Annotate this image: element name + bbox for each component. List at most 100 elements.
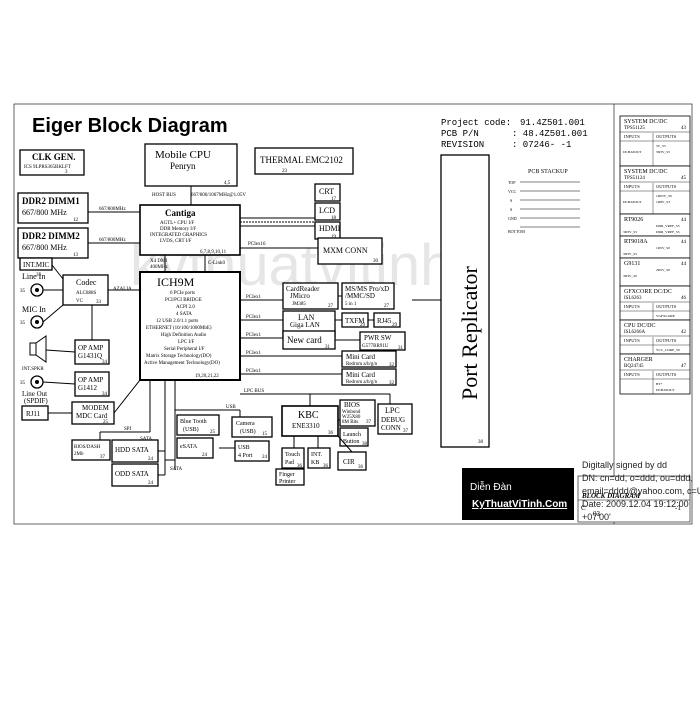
svg-text:Serial Peripheral I/F: Serial Peripheral I/F [164, 347, 205, 352]
power-outputs-6: OUTPUTS [656, 338, 677, 343]
spi-label: SPI [124, 427, 132, 432]
svg-text:24: 24 [262, 455, 268, 460]
svg-text:(USB): (USB) [183, 426, 199, 433]
power-output-value-b-2: DDR_VREF_S5 [656, 230, 680, 234]
svg-text:USB: USB [238, 445, 250, 451]
svg-text:27: 27 [384, 304, 390, 309]
bios-dash-block: BIOS/DASH 2Mb 37 [71, 439, 111, 461]
svg-text:RJ11: RJ11 [26, 410, 41, 418]
svg-text:667/800 MHz: 667/800 MHz [22, 208, 67, 217]
svg-text:32: 32 [389, 363, 395, 368]
svg-text:Launch: Launch [343, 432, 361, 438]
svg-text:23: 23 [282, 169, 288, 174]
line-in-jack: Line In 35 [20, 272, 45, 297]
forum-logo: Diễn Đàn KyThuatViTinh.Com [462, 468, 574, 520]
svg-text:17: 17 [331, 197, 337, 202]
usb-port-block: USB 4 Port 24 [234, 440, 270, 462]
svg-text:38: 38 [478, 440, 484, 445]
svg-text:Digitally signed by dd: Digitally signed by dd [582, 460, 667, 470]
power-switch-block: PWR SW G577BR91U 31 [359, 331, 406, 351]
power-outputs-7: OUTPUTS [656, 372, 677, 377]
svg-text:Mini Card: Mini Card [346, 371, 375, 379]
power-output-value-a-0: 5V_S5 [656, 144, 666, 148]
svg-text:15: 15 [262, 432, 268, 437]
card-reader-block: CardReader JMicro JM385 27 [282, 282, 339, 310]
svg-text:TXFM: TXFM [345, 317, 365, 325]
svg-text:DEBUG: DEBUG [381, 416, 405, 424]
svg-text:30: 30 [373, 259, 379, 264]
project-code: 91.4Z501.001 [520, 118, 585, 128]
svg-text:03: 03 [593, 510, 601, 518]
svg-text:Codec: Codec [76, 278, 97, 287]
power-output-value-a-2: DDR_VREF_S3 [656, 224, 680, 228]
svg-text:24: 24 [202, 453, 208, 458]
launch-button-block: Launch Button 38 [339, 427, 369, 447]
power-outputs-5: OUTPUTS [656, 304, 677, 309]
svg-text:2Mb: 2Mb [74, 452, 84, 457]
svg-text:G1431Q: G1431Q [78, 352, 102, 360]
cpu-block: Mobile CPU Penryn 4,5 [144, 143, 238, 187]
bluetooth-block: Blue Tooth (USB) 25 [176, 414, 220, 436]
op-amp2-block: OP AMP G1412 34 [74, 371, 110, 397]
svg-text:Printer: Printer [279, 479, 295, 485]
svg-text:ALC888S: ALC888S [76, 291, 97, 296]
power-inputs-0: INPUTS [624, 134, 640, 139]
pcie16-label: PCIex16 [248, 242, 266, 247]
svg-text:Camera: Camera [236, 421, 255, 427]
svg-text:BIOS: BIOS [344, 401, 360, 409]
svg-text:ETHERNET (10/100/1000MbE): ETHERNET (10/100/1000MbE) [146, 326, 212, 331]
svg-text:29: 29 [392, 323, 398, 328]
svg-text:25: 25 [103, 420, 109, 425]
svg-text:CONN: CONN [381, 424, 401, 432]
svg-text:25: 25 [210, 430, 216, 435]
power-num-5: 46 [681, 296, 687, 301]
txfm-block: TXFM 29 [341, 312, 369, 328]
power-outputs-0: OUTPUTS [656, 134, 677, 139]
power-part-7: BQ24745 [624, 364, 644, 369]
azalia-label: AZALIA [113, 287, 132, 292]
power-output-value-b-1: 1D8V_S3 [656, 200, 670, 204]
svg-text:MXM CONN: MXM CONN [323, 246, 368, 255]
pcie1-label-2: PCIex1 [246, 315, 262, 320]
digital-signature: Digitally signed by dd DN: cn=dd, o=ddd,… [582, 460, 700, 522]
svg-text:Giga LAN: Giga LAN [290, 321, 320, 329]
svg-text:Penryn: Penryn [170, 161, 196, 171]
pcie1-label-1: PCIex1 [246, 295, 262, 300]
svg-text:BOTTOM: BOTTOM [508, 229, 525, 234]
power-part-1: TPS51124 [624, 176, 645, 181]
hdd-sata-block: HDD SATA 24 [111, 439, 159, 463]
svg-text:HDMI: HDMI [319, 224, 341, 233]
power-output-value-a-3: 1D5V_S0 [656, 246, 670, 250]
power-inputs-1: INPUTS [624, 184, 640, 189]
thermal-block: THERMAL EMC2102 23 [254, 147, 354, 175]
internal-keyboard-block: INT. KB 36 [307, 447, 331, 469]
svg-text:W25X80: W25X80 [342, 415, 361, 420]
footer-title-block: BLOCK DIAGRAM C 03 -1 [577, 475, 691, 523]
svg-text:36: 36 [358, 465, 364, 470]
svg-text:JMicro: JMicro [290, 292, 310, 300]
svg-text:CardReader: CardReader [286, 285, 320, 293]
svg-text:4 Port: 4 Port [238, 453, 253, 459]
svg-text:CLK GEN.: CLK GEN. [32, 152, 76, 162]
power-output-value-a-1: 1D05V_S0 [656, 194, 672, 198]
svg-text:6,7,8,9,10,11: 6,7,8,9,10,11 [200, 250, 227, 255]
power-num-3: 44 [681, 240, 687, 245]
camera-block: Camera (USB) 15 [231, 416, 273, 438]
svg-text:Active Management Technology(D: Active Management Technology(DO) [144, 361, 220, 366]
svg-text:G577BR91U: G577BR91U [362, 344, 389, 349]
clink-label: C-Link0 [208, 261, 225, 266]
svg-text:AGTL+ CPU I/F: AGTL+ CPU I/F [160, 221, 194, 226]
speaker-icon [29, 335, 47, 363]
svg-text:MDC Card: MDC Card [76, 412, 108, 420]
svg-text:RJ45: RJ45 [377, 317, 392, 325]
power-title-0: SYSTEM DC/DC [624, 119, 668, 125]
power-outputs-1: OUTPUTS [656, 184, 677, 189]
svg-text:13: 13 [73, 253, 79, 258]
bios-rom-block: BIOS Winbond W25X80 8M Bits 37 [339, 399, 376, 427]
line-out-jack: 35 Line Out (SPDIF) [20, 375, 48, 405]
power-num-0: 43 [681, 126, 687, 131]
svg-text:29: 29 [360, 323, 366, 328]
svg-text:GND: GND [508, 216, 517, 221]
